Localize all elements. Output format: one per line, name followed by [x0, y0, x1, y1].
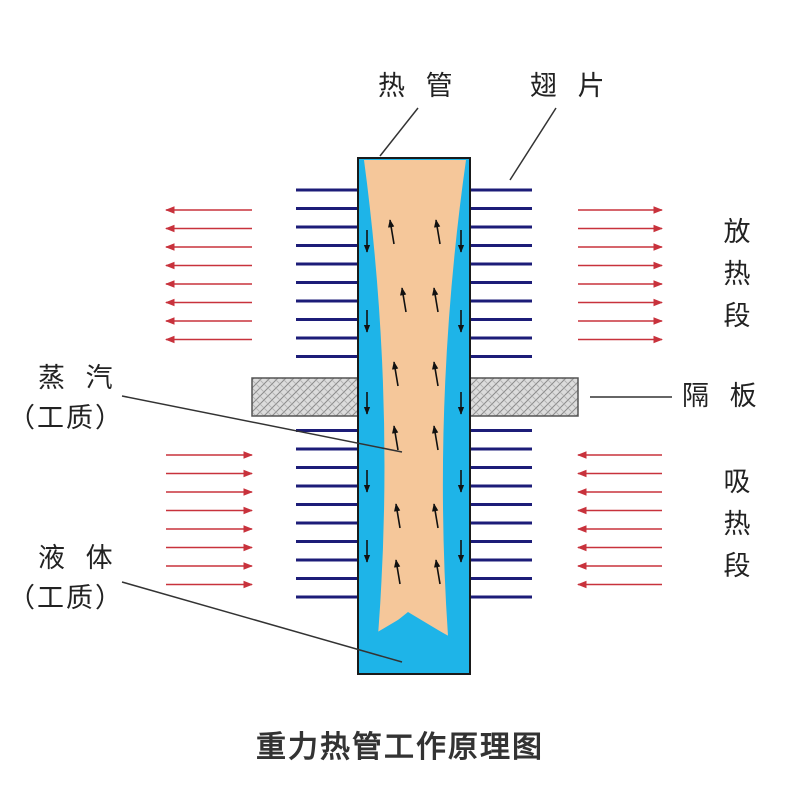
vapor-arrow: [434, 559, 441, 585]
label-partition: 隔 板: [682, 381, 763, 412]
vapor-arrow: [432, 361, 439, 387]
heat-flow-arrows: [165, 206, 663, 589]
vapor-arrow: [434, 219, 441, 245]
label-vapor-note: （工质）: [8, 403, 124, 434]
label-absorb-section: 吸热段: [723, 467, 751, 582]
vapor-arrow: [432, 425, 439, 451]
label-fin: 翅 片: [530, 71, 611, 102]
liquid-flow-arrows: [363, 230, 465, 563]
vapor-arrow: [394, 559, 401, 585]
liquid-pool: [362, 614, 466, 670]
vapor-arrow: [394, 503, 401, 529]
vapor-flow-arrows: [388, 219, 441, 585]
fins-right: [470, 188, 532, 599]
vapor-leader: [121, 395, 403, 453]
vapor-arrow: [388, 219, 395, 245]
vapor-arrow: [432, 287, 439, 313]
fin-leader: [509, 107, 557, 181]
vapor-arrow: [400, 287, 407, 313]
label-release-section: 放热段: [723, 217, 751, 332]
liquid-leader: [121, 581, 403, 663]
vapor-arrow: [392, 425, 399, 451]
label-liquid: 液 体: [38, 543, 119, 574]
label-heat-pipe: 热 管: [378, 71, 459, 102]
vapor-core: [364, 160, 466, 636]
diagram-title: 重力热管工作原理图: [256, 730, 544, 765]
label-vapor: 蒸 汽: [38, 363, 119, 394]
fins-left: [296, 188, 358, 599]
label-liquid-note: （工质）: [8, 583, 124, 614]
vapor-arrow: [392, 361, 399, 387]
heat-pipe-leader: [379, 107, 419, 157]
vapor-arrow: [432, 503, 439, 529]
